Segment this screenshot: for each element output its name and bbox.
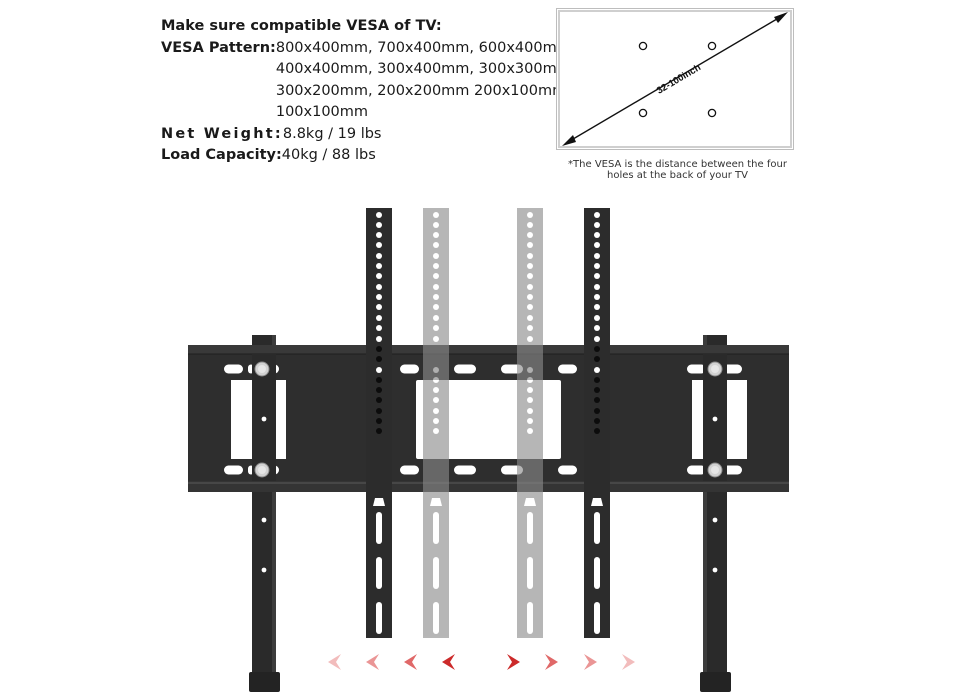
vesa-pattern-label: VESA Pattern:	[161, 39, 276, 56]
arrow-left-icon	[404, 654, 417, 670]
tv-arm-left	[366, 208, 392, 638]
diagonal-arrow-icon	[562, 12, 788, 146]
vesa-hole-icon	[707, 108, 717, 118]
vesa-pattern-row: VESA Pattern: 800x400mm, 700x400mm, 600x…	[161, 38, 571, 124]
vesa-hole-icon	[638, 41, 648, 51]
arrow-right-icon	[545, 654, 558, 670]
load-capacity-row: Load Capacity: 40kg / 88 lbs	[161, 145, 571, 167]
net-weight-label: Net Weight:	[161, 125, 283, 142]
caption-line: holes at the back of your TV	[607, 170, 748, 181]
wall-plate	[188, 345, 789, 492]
arrows-left	[328, 654, 455, 670]
bolt-icon	[707, 361, 723, 377]
arrow-right-icon	[584, 654, 597, 670]
arrow-right-icon	[622, 654, 635, 670]
vesa-line: 100x100mm	[275, 104, 369, 120]
tv-arm-right-ghost	[517, 208, 543, 638]
net-weight-row: Net Weight: 8.8kg / 19 lbs	[161, 124, 571, 146]
arrow-left-icon	[328, 654, 341, 670]
arrow-right-icon	[507, 654, 520, 670]
bolt-icon	[254, 361, 270, 377]
arrow-left-icon	[366, 654, 379, 670]
vesa-hole-icon	[707, 41, 717, 51]
load-capacity-label: Load Capacity:	[161, 147, 282, 163]
vesa-line: 400x400mm, 300x400mm, 300x300mm	[275, 61, 571, 77]
spec-heading: Make sure compatible VESA of TV:	[161, 18, 442, 34]
arrows-right	[507, 654, 635, 670]
spec-block: Make sure compatible VESA of TV: VESA Pa…	[161, 16, 571, 167]
caption-line: *The VESA is the distance between the fo…	[568, 159, 787, 170]
vesa-line: 300x200mm, 200x200mm 200x100mm	[275, 82, 567, 99]
vesa-hole-icon	[638, 108, 648, 118]
tv-vesa-diagram: 32-100inch	[556, 8, 794, 150]
vesa-pattern-values: 800x400mm, 700x400mm, 600x400mm 400x400m…	[276, 38, 571, 124]
bolt-icon	[254, 462, 270, 478]
load-capacity-value: 40kg / 88 lbs	[281, 147, 376, 163]
net-weight-value: 8.8kg / 19 lbs	[282, 125, 382, 142]
arrow-left-icon	[442, 654, 455, 670]
vesa-line: 800x400mm, 700x400mm, 600x400mm	[275, 39, 571, 56]
bolt-icon	[707, 462, 723, 478]
tv-arm-left-ghost	[423, 208, 449, 638]
tv-arm-right	[584, 208, 610, 638]
vesa-caption: *The VESA is the distance between the fo…	[556, 159, 799, 181]
